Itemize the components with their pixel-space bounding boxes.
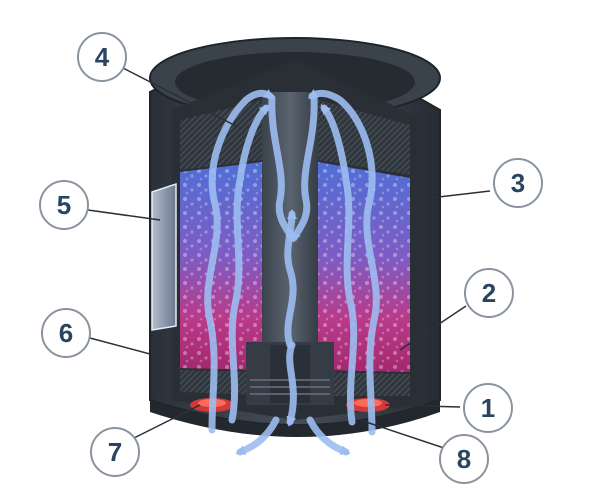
callout-2: 2 xyxy=(464,268,514,318)
callout-label: 7 xyxy=(108,437,122,467)
leader-lines xyxy=(87,67,491,449)
callout-label: 3 xyxy=(511,168,525,198)
sight-window xyxy=(151,182,177,331)
callout-label: 1 xyxy=(481,393,495,423)
filter-media-right xyxy=(318,162,410,372)
flow-arrow-icon xyxy=(204,89,380,456)
callout-label: 5 xyxy=(57,190,71,220)
callout-5: 5 xyxy=(39,180,89,230)
callout-label: 6 xyxy=(59,318,73,348)
bottom-base xyxy=(150,400,440,437)
callouts: 1 2 3 4 5 6 7 8 xyxy=(39,32,543,484)
filter-media-left xyxy=(180,162,262,370)
callout-8: 8 xyxy=(439,434,489,484)
callout-7: 7 xyxy=(90,427,140,477)
callout-6: 6 xyxy=(41,308,91,358)
callout-label: 8 xyxy=(457,444,471,474)
callout-1: 1 xyxy=(463,383,513,433)
callout-4: 4 xyxy=(77,32,127,82)
callout-3: 3 xyxy=(493,158,543,208)
callout-label: 4 xyxy=(95,42,110,72)
callout-label: 2 xyxy=(482,278,496,308)
bottom-mesh-pad xyxy=(180,370,410,396)
